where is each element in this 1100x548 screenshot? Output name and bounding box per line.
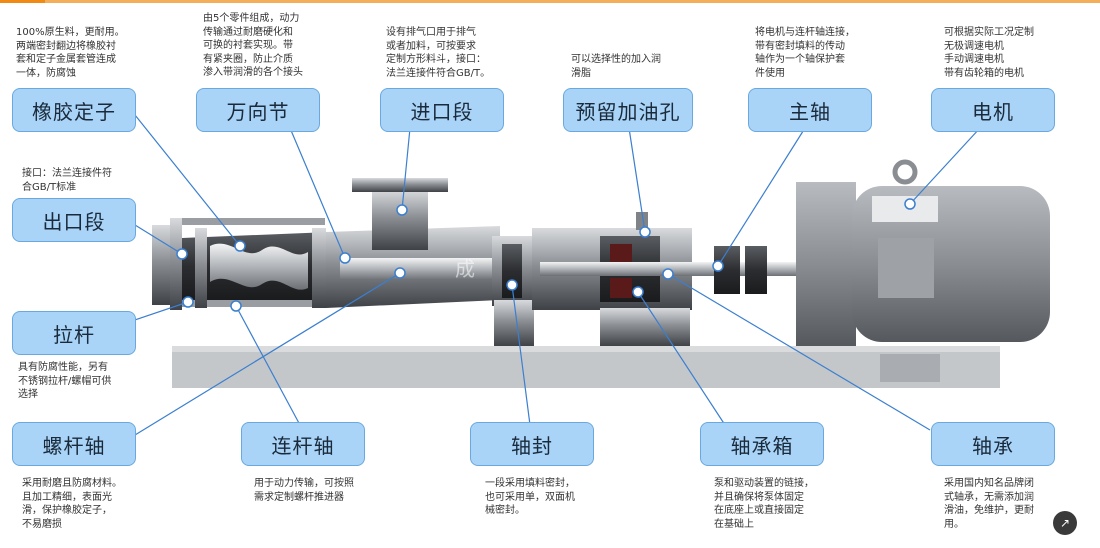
label-inlet: 进口段: [380, 88, 504, 132]
desc-bearing-box: 泵和驱动装置的链接， 并且确保将泵体固定 在底座上或直接固定 在基础上: [714, 478, 814, 530]
desc-rubber-stator: 100%原生料，更耐用。 两端密封翻边将橡胶衬 套和定子金属套管连成 一体，防腐…: [16, 27, 125, 79]
label-bearing: 轴承: [931, 422, 1055, 466]
outlet-flange-art: [152, 218, 182, 310]
motor-art: [796, 159, 1050, 346]
coupling-art: [690, 246, 800, 294]
desc-oil-hole: 可以选择性的加入润 滑脂: [571, 54, 661, 79]
label-connecting-rod: 连杆轴: [241, 422, 365, 466]
desc-shaft-seal: 一段采用填料密封， 也可采用单，双面机 械密封。: [485, 478, 575, 516]
stator-art: [182, 228, 330, 308]
share-icon[interactable]: ↗: [1053, 511, 1077, 535]
leader-lines: [119, 114, 981, 436]
tie-rods: [175, 218, 325, 307]
suction-body-art: [326, 178, 510, 308]
top-accent-line: [45, 0, 1100, 3]
desc-tie-rod: 具有防腐性能，另有 不锈钢拉杆/螺帽可供 选择: [18, 362, 112, 400]
label-motor: 电机: [931, 88, 1055, 132]
label-rubber-stator: 橡胶定子: [12, 88, 136, 132]
base-frame: [172, 346, 1000, 388]
label-shaft-seal: 轴封: [470, 422, 594, 466]
desc-inlet: 设有排气口用于排气 或者加料，可按要求 定制方形料斗，接口： 法兰连接件符合GB…: [386, 27, 491, 79]
desc-main-shaft: 将电机与连杆轴连接， 带有密封填料的传动 轴作为一个轴保护套 件使用: [755, 27, 855, 79]
leader-dots: [176, 198, 916, 312]
label-bearing-box: 轴承箱: [700, 422, 824, 466]
label-oil-hole: 预留加油孔: [563, 88, 693, 132]
desc-connecting-rod: 用于动力传输，可按照 需求定制螺杆推进器: [254, 478, 354, 503]
top-accent-bar: [0, 0, 1100, 3]
label-universal-joint: 万向节: [196, 88, 320, 132]
desc-bearing: 采用国内知名品牌闭 式轴承，无需添加润 滑油，免维护，更耐 用。: [944, 478, 1034, 530]
desc-motor: 可根据实际工况定制 无极调速电机 手动调速电机 带有齿轮箱的电机: [944, 27, 1034, 79]
label-tie-rod: 拉杆: [12, 311, 136, 355]
desc-screw-rod: 采用耐磨且防腐材料。 且加工精细，表面光 滑，保护橡胶定子， 不易磨损: [22, 478, 122, 530]
watermark-text: 成: [455, 257, 475, 281]
shaft-seal-art: [492, 236, 534, 346]
desc-outlet: 接口：法兰连接件符 合GB/T标准: [22, 168, 112, 193]
label-outlet: 出口段: [12, 198, 136, 242]
label-main-shaft: 主轴: [748, 88, 872, 132]
label-screw-rod: 螺杆轴: [12, 422, 136, 466]
top-accent: [0, 0, 45, 3]
desc-universal-joint: 由5个零件组成，动力 传输通过耐磨硬化和 可换的衬套实现。带 有紧夹圈，防止介质…: [203, 13, 303, 78]
